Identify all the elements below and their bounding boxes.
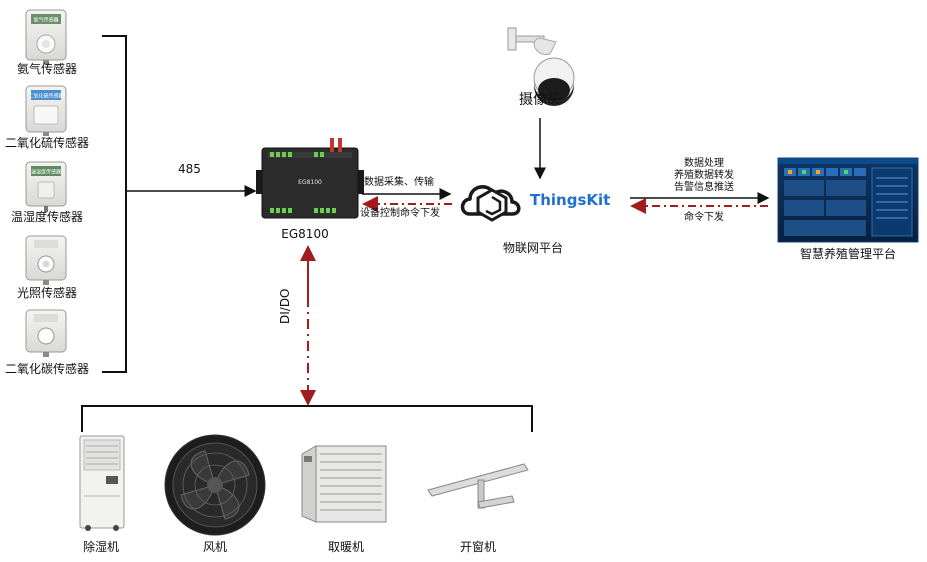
- dehumidifier-device: [79, 435, 125, 531]
- sensor-bracket: [102, 35, 127, 373]
- app-label: 智慧养殖管理平台: [799, 247, 897, 261]
- sensor-co2: [25, 309, 67, 357]
- app-command-label: 命令下发: [684, 212, 724, 223]
- upload-label: 数据采集、传输: [364, 177, 434, 188]
- sensor-light: [25, 235, 67, 285]
- sensor-panel-text: 氨气传感器: [33, 17, 58, 24]
- app-upload-line-3: 告警信息推送: [674, 182, 734, 193]
- fan-device: [164, 434, 266, 536]
- sensor-label-so2: 二氧化硫传感器: [4, 136, 90, 150]
- gateway-device-text: EG8100: [298, 179, 322, 186]
- app-upload-line-2: 养殖数据转发: [674, 170, 734, 181]
- platform-label: 物联网平台: [502, 241, 564, 255]
- app-upload-line-1: 数据处理: [684, 158, 724, 169]
- actuator-bracket: [81, 405, 533, 432]
- platform-brand: ThingsKit: [530, 191, 610, 209]
- sensor-panel-text: 温湿度传感器: [31, 169, 61, 176]
- window-opener-device: [427, 463, 529, 509]
- sensor-ammonia: 氨气传感器: [25, 9, 67, 64]
- heater-device: [301, 445, 387, 523]
- dido-label: DI/DO: [278, 288, 292, 324]
- camera-label: 摄像头: [519, 92, 561, 108]
- sensor-label-light: 光照传感器: [16, 286, 78, 300]
- sensor-label-temp-humidity: 温湿度传感器: [10, 210, 84, 224]
- camera-device: [507, 27, 575, 106]
- actuator-label-fan: 风机: [202, 540, 228, 554]
- gateway-device: EG8100: [256, 138, 364, 219]
- gateway-label: EG8100: [281, 227, 329, 241]
- actuator-label-heater: 取暖机: [327, 540, 365, 554]
- sensor-label-ammonia: 氨气传感器: [16, 62, 78, 76]
- actuator-label-window-opener: 开窗机: [459, 540, 497, 554]
- command-label: 设备控制命令下发: [360, 208, 440, 219]
- bus-485-label: 485: [178, 162, 201, 176]
- thingskit-logo: [460, 185, 521, 222]
- sensor-temp-humidity: 温湿度传感器: [25, 161, 67, 212]
- sensor-label-co2: 二氧化碳传感器: [4, 362, 90, 376]
- sensor-panel-text: 二氧化硫传感器: [28, 93, 63, 100]
- actuator-label-dehumidifier: 除湿机: [82, 540, 120, 554]
- app-dashboard-screen: [777, 157, 919, 243]
- sensor-so2: 二氧化硫传感器: [25, 85, 67, 136]
